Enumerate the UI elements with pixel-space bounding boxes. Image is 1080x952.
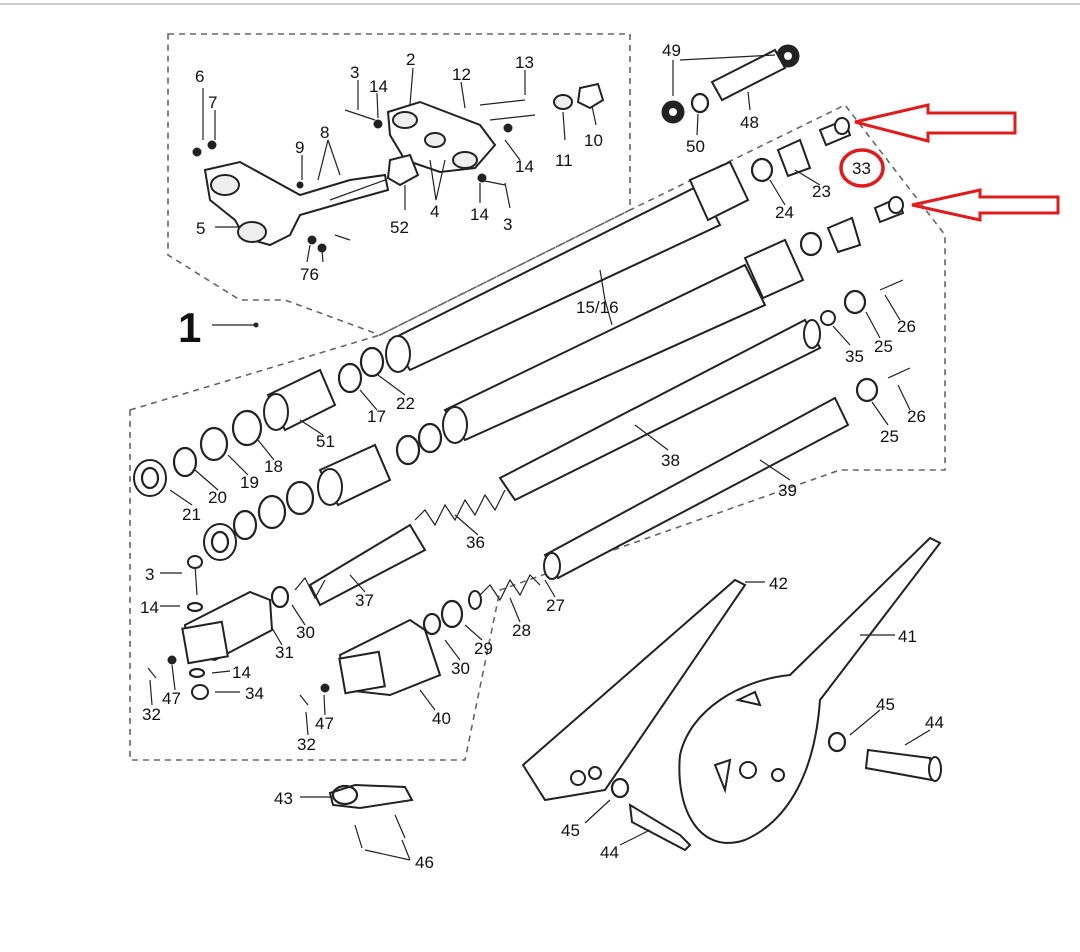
fork-slider-40 (338, 618, 442, 697)
label-50: 50 (686, 137, 705, 156)
label-17: 17 (367, 407, 386, 426)
label-44-lower: 44 (600, 843, 619, 862)
label-12: 12 (452, 65, 471, 84)
fork-assembly-boundary (129, 103, 946, 761)
label-41: 41 (898, 627, 917, 646)
label-29: 29 (474, 639, 493, 658)
label-21: 21 (182, 505, 201, 524)
label-22: 22 (396, 394, 415, 413)
label-43: 43 (274, 789, 293, 808)
label-3: 3 (350, 63, 359, 82)
label-42: 42 (769, 574, 788, 593)
leader-lines (149, 54, 931, 861)
highlight-arrow-upper (854, 103, 1017, 143)
damper-rod-39 (543, 396, 850, 580)
fork-bushings-51 (263, 368, 392, 507)
label-19: 19 (240, 473, 259, 492)
wheel-bearings (661, 44, 800, 124)
label-28: 28 (512, 621, 531, 640)
label-14-lower: 14 (470, 205, 489, 224)
label-14-nut: 14 (232, 663, 251, 682)
label-5: 5 (196, 219, 205, 238)
label-31: 31 (275, 643, 294, 662)
label-6: 6 (195, 67, 204, 86)
highlight-circle-33 (839, 148, 885, 188)
label-34: 34 (245, 684, 264, 703)
label-45: 45 (876, 695, 895, 714)
label-25-lower: 25 (880, 427, 899, 446)
label-44: 44 (925, 713, 944, 732)
label-18: 18 (264, 457, 283, 476)
label-26-lower: 26 (907, 407, 926, 426)
fork-rod-37 (294, 523, 427, 607)
fork-spring-36 (414, 489, 506, 527)
label-30-right: 30 (451, 659, 470, 678)
fork-tube-right (442, 238, 805, 444)
label-14-axle: 14 (140, 598, 159, 617)
label-4: 4 (430, 202, 439, 221)
label-14: 14 (369, 77, 388, 96)
figure-number: 1 (178, 304, 201, 351)
label-52: 52 (390, 218, 409, 237)
bracket-42 (521, 578, 747, 802)
label-25: 25 (874, 337, 893, 356)
steering-stem-nut (386, 153, 420, 187)
washers-bolts-25-26-35 (820, 279, 911, 403)
bolts-44-45 (610, 731, 942, 852)
fork-slider-31 (181, 590, 274, 665)
damper-rod-38 (498, 318, 822, 502)
label-26: 26 (897, 317, 916, 336)
lower-triple-clamp (203, 160, 390, 247)
label-38: 38 (661, 451, 680, 470)
seal-rings (172, 346, 464, 636)
label-27: 27 (546, 596, 565, 615)
label-48: 48 (740, 113, 759, 132)
upper-bolts (192, 82, 605, 253)
label-15-16: 15/16 (576, 298, 619, 317)
label-24: 24 (775, 203, 794, 222)
label-30: 30 (296, 623, 315, 642)
label-14-right: 14 (515, 157, 534, 176)
label-20: 20 (208, 488, 227, 507)
label-46: 46 (415, 853, 434, 872)
label-32-right: 32 (297, 735, 316, 754)
label-35: 35 (845, 347, 864, 366)
fork-spring-27-28 (468, 573, 541, 610)
label-32: 32 (142, 705, 161, 724)
label-11: 11 (555, 151, 573, 170)
fork-tube-left (385, 160, 750, 373)
axle-bolts (147, 555, 330, 706)
dust-seals (133, 459, 237, 561)
label-47-right: 47 (315, 714, 334, 733)
label-23: 23 (812, 182, 831, 201)
label-2: 2 (406, 50, 415, 69)
part-labels: 6 7 3 14 2 12 13 8 9 5 76 52 4 14 3 14 1… (140, 41, 944, 872)
bracket-41-disc-guard (678, 536, 942, 844)
label-51: 51 (316, 432, 335, 451)
label-3-axle: 3 (145, 565, 154, 584)
fork-cap-bolts (750, 117, 905, 257)
label-37: 37 (355, 591, 374, 610)
label-13: 13 (515, 53, 534, 72)
label-33: 33 (852, 159, 871, 178)
highlight-arrow-lower (911, 188, 1060, 222)
label-49: 49 (662, 41, 681, 60)
label-47: 47 (162, 689, 181, 708)
clamp-43 (328, 783, 414, 849)
label-45-lower: 45 (561, 821, 580, 840)
label-40: 40 (432, 709, 451, 728)
label-10: 10 (584, 131, 603, 150)
label-8: 8 (320, 123, 329, 142)
label-39: 39 (778, 481, 797, 500)
label-9: 9 (295, 138, 304, 157)
label-7: 7 (208, 93, 217, 112)
upper-assembly-boundary (167, 33, 631, 336)
upper-triple-clamp (386, 100, 497, 174)
label-36: 36 (466, 533, 485, 552)
label-3-lower: 3 (503, 215, 512, 234)
label-76: 76 (300, 265, 319, 284)
